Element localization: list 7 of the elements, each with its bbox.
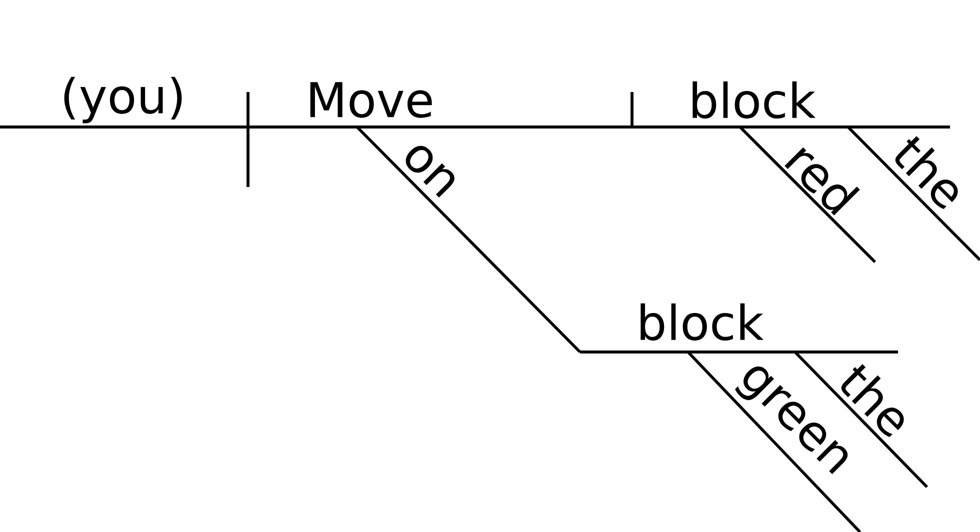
word-label: block <box>640 303 764 341</box>
word-label: on <box>406 146 454 198</box>
word-label: (you) <box>64 76 182 124</box>
word-label: the <box>895 136 958 210</box>
word-label: block <box>692 81 816 119</box>
word-label: Move <box>310 82 432 118</box>
word-label: red <box>784 147 860 216</box>
